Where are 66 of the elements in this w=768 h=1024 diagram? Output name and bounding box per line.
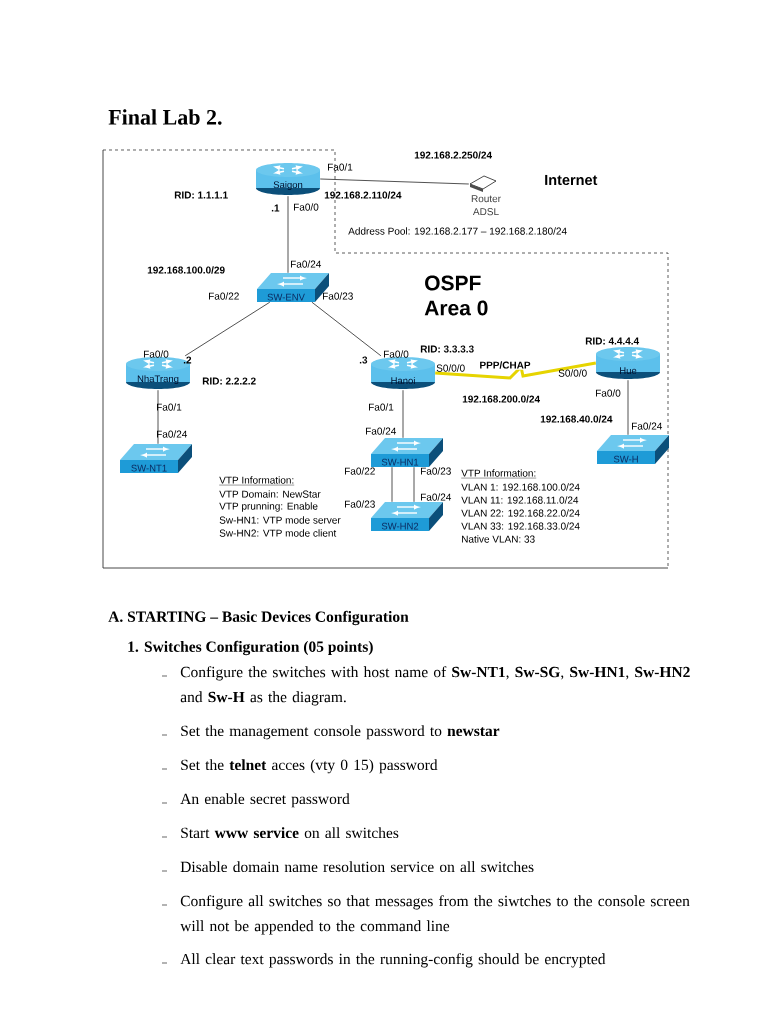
bullet-text: Configure the switches with host name of Sw-NT1, Sw-SG, Sw-HN1, Sw-HN2 and Sw-H as the diagram.: [180, 666, 690, 706]
bullet-text: Disable domain name resolution service on all switches: [180, 861, 534, 873]
port-label: Fa0/1: [157, 403, 182, 411]
ip-label: 192.168.200.0/24: [462, 395, 540, 403]
connector-line: [157, 389, 159, 445]
port-label: Fa0/22: [209, 292, 239, 300]
region-label: OSPF: [425, 275, 481, 291]
port-label: Fa0/24: [421, 493, 452, 501]
port-label: S0/0/0: [558, 369, 587, 377]
device-label: Router ADSL: [471, 195, 501, 216]
connector-line: [627, 379, 629, 436]
ip-label: 192.168.40.0/24: [540, 415, 613, 423]
port-label: Fa0/24: [632, 422, 663, 430]
port-label: Fa0/0: [596, 389, 621, 397]
connector-line: [435, 361, 597, 380]
info-line: VTP prunning: Enable: [219, 502, 318, 512]
port-label: Fa0/24: [291, 260, 322, 268]
info-heading: VTP Information:: [461, 469, 537, 479]
port-label: Fa0/24: [157, 430, 188, 438]
bullet-text: Set the telnet acces (vty 0 15) password: [181, 759, 438, 774]
info-line: VLAN 22: 192.168.22.0/24: [461, 509, 580, 517]
router-icon: [469, 175, 497, 192]
router-id: RID: 2.2.2.2: [202, 377, 256, 385]
region-label: Area 0: [424, 300, 488, 316]
port-label: Fa0/0: [384, 350, 409, 358]
info-line: VLAN 11: 192.168.11.0/24: [461, 496, 579, 504]
ip-label: 192.168.100.0/29: [147, 266, 225, 274]
connector-line: [287, 195, 289, 274]
subsection-heading: 1. Switches Configuration (05 points): [128, 640, 373, 656]
ip-label: 192.168.2.250/24: [414, 151, 492, 159]
router-id: RID: 1.1.1.1: [174, 191, 228, 199]
info-line: Native VLAN: 33: [462, 535, 535, 543]
port-label: Fa0/22: [345, 467, 375, 475]
connector-line: [402, 389, 404, 439]
port-label: Fa0/23: [421, 467, 451, 475]
info-line: VLAN 33: 192.168.33.0/24: [461, 522, 580, 530]
connector-line: [184, 301, 271, 357]
info-line: Sw-HN1: VTP mode server: [219, 516, 341, 524]
port-label: Fa0/24: [366, 427, 397, 435]
connector-line: [319, 178, 470, 185]
connector-line: [413, 466, 415, 503]
ip-label: 192.168.2.110/24: [324, 191, 402, 199]
connector-line: [391, 466, 393, 503]
router-id: RID: 3.3.3.3: [420, 345, 474, 353]
port-label: Fa0/1: [328, 163, 353, 171]
info-heading: VTP Information:: [219, 476, 295, 486]
bullet-text: Start www service on all switches: [181, 827, 399, 839]
port-label: S0/0/0: [436, 364, 465, 372]
connector-line: [311, 301, 382, 357]
bullet-text: An enable secret password: [180, 793, 350, 808]
edge-label: PPP/CHAP: [478, 360, 532, 370]
info-line: Sw-HN2: VTP mode client: [219, 529, 337, 537]
info-line: VLAN 1: 192.168.100.0/24: [461, 483, 580, 491]
ip-label: .1: [271, 204, 280, 212]
bullet-text: Set the management console password to newstar: [181, 725, 500, 740]
address-pool: Address Pool: 192.168.2.177 – 192.168.2.180/24: [348, 227, 567, 235]
ip-label: .2: [183, 356, 192, 364]
bullet-text: Configure all switches so that messages from the siwtches to the console screen will not be appended to the command line: [180, 895, 690, 935]
info-line: VTP Domain: NewStar: [219, 490, 321, 498]
bullet-text: All clear text passwords in the running-config should be encrypted: [180, 953, 606, 968]
ip-label: .3: [359, 356, 368, 364]
section-heading: A. STARTING – Basic Devices Configuration: [108, 610, 409, 626]
port-label: Fa0/0: [294, 203, 319, 211]
port-label: Fa0/1: [369, 403, 394, 411]
region-label: Internet: [545, 174, 598, 186]
title: Final Lab 2.: [108, 109, 222, 125]
